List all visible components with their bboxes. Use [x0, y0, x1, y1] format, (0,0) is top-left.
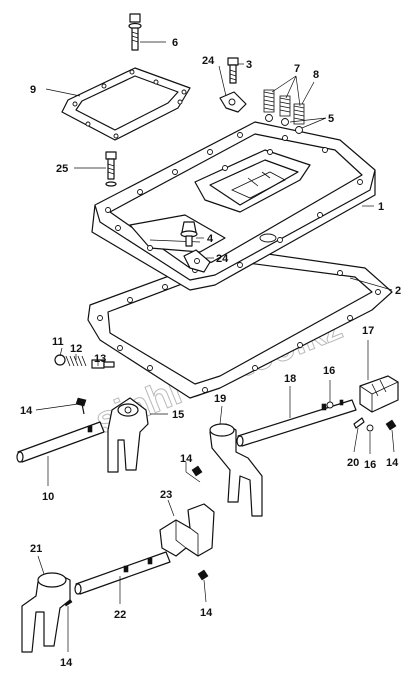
callout-19: 19 [214, 393, 226, 405]
callout-9: 9 [30, 84, 36, 96]
part-bolt-4 [180, 221, 198, 247]
part-fork-19 [209, 423, 263, 517]
part-springs [263, 89, 305, 134]
part-pin-14b [185, 465, 203, 483]
part-block-17 [359, 375, 399, 413]
part-pin-14c [385, 419, 397, 431]
callout-24-lower: 24 [216, 253, 229, 265]
callout-14-lower: 14 [200, 607, 213, 619]
callout-14-bottom: 14 [60, 657, 73, 669]
callout-2: 2 [395, 285, 401, 297]
part-lock-plate-lower [183, 249, 211, 273]
callout-11: 11 [52, 336, 64, 348]
part-pin-20 [353, 417, 365, 429]
part-shaft-10 [16, 421, 105, 463]
callout-5: 5 [328, 113, 334, 125]
callout-12: 12 [70, 343, 82, 355]
callout-13: 13 [94, 353, 106, 365]
callout-6: 6 [172, 37, 178, 49]
callout-labels: 6 9 24 3 7 8 5 25 1 4 24 2 11 12 13 14 1… [20, 37, 401, 669]
callout-25: 25 [56, 163, 68, 175]
callout-14-right: 14 [386, 457, 399, 469]
part-ball-16b [366, 424, 374, 432]
callout-7: 7 [294, 63, 300, 75]
part-gasket-lower [87, 249, 393, 399]
callout-23: 23 [160, 489, 172, 501]
callout-14-middle: 14 [180, 453, 193, 465]
callout-21: 21 [30, 543, 42, 555]
part-lock-plate-upper [219, 91, 247, 113]
part-fork-21 [21, 572, 71, 653]
part-bolt-6 [128, 13, 142, 51]
part-pin-14d [197, 569, 209, 581]
callout-20: 20 [347, 457, 359, 469]
part-gasket-top [61, 67, 191, 141]
part-bolt-3 [227, 57, 239, 84]
callout-18: 18 [284, 373, 296, 385]
callout-1: 1 [378, 201, 384, 213]
part-selector-23 [159, 503, 215, 557]
callout-16-top: 16 [323, 365, 335, 377]
part-shaft-22 [74, 551, 171, 595]
part-cover-housing [91, 121, 376, 291]
callout-4: 4 [207, 233, 214, 245]
leader-lines [35, 41, 395, 652]
callout-24-upper: 24 [202, 55, 215, 67]
callout-3: 3 [246, 59, 252, 71]
callout-22: 22 [114, 609, 126, 621]
callout-17: 17 [362, 325, 374, 337]
part-shaft-18 [236, 399, 357, 447]
part-fork-15 [107, 397, 149, 473]
callout-14-left: 14 [20, 405, 33, 417]
part-ball-16a [326, 401, 334, 409]
callout-16-bottom: 16 [364, 459, 376, 471]
part-bolt-25 [105, 151, 117, 187]
part-pin-14a [75, 397, 87, 415]
callout-8: 8 [313, 69, 319, 81]
callout-10: 10 [42, 491, 54, 503]
callout-15: 15 [172, 409, 184, 421]
